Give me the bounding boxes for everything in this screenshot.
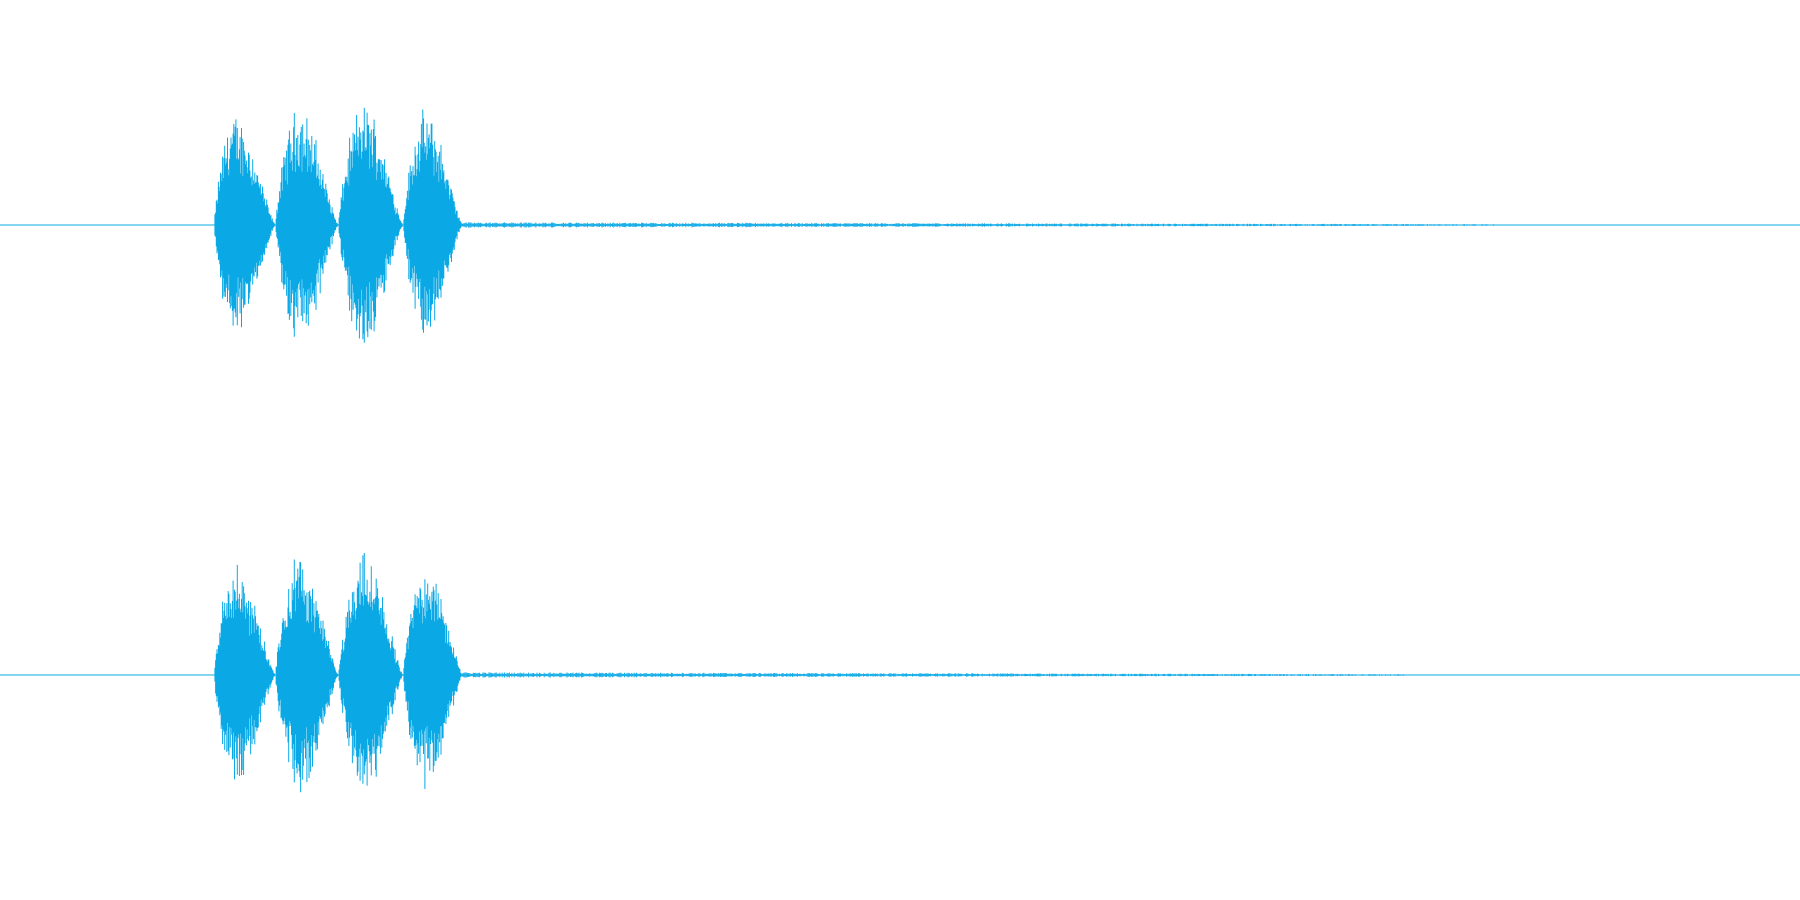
channel-2-waveform [214, 553, 1404, 793]
waveform-channel-1[interactable] [0, 0, 1800, 450]
waveform-channel-2-plot [0, 553, 1800, 793]
waveform-channel-1-plot [0, 107, 1800, 343]
waveform-channel-2[interactable] [0, 450, 1800, 900]
channel-1-waveform [214, 107, 1494, 343]
